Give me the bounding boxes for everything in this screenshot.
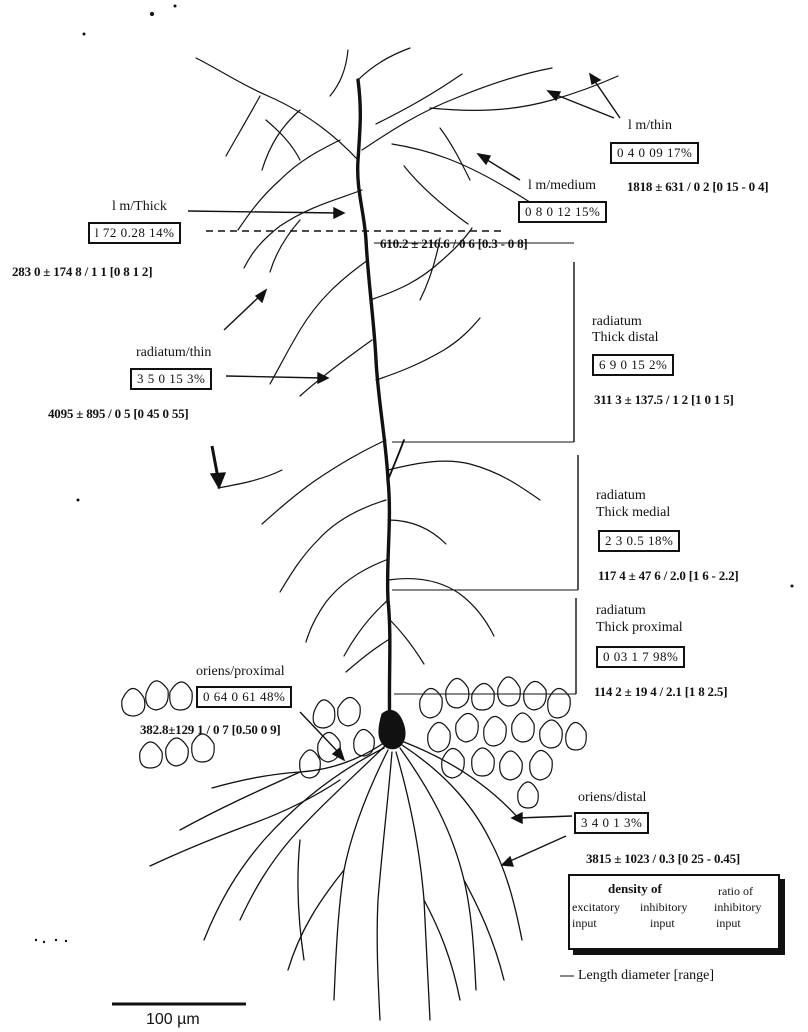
pyramidal-cell-layer: [121, 676, 587, 809]
box-lm-thick: l 72 0.28 14%: [88, 222, 182, 244]
label-lm-thin: l m/thin: [628, 118, 672, 133]
stat-radiatum-proximal: 114 2 ± 19 4 / 2.1 [1 8 2.5]: [594, 684, 728, 699]
legend-col1-line2: excitatory: [572, 900, 620, 914]
box-lm-medium: 0 8 0 12 15%: [518, 201, 608, 223]
label-oriens-proximal: oriens/proximal: [196, 664, 285, 679]
box-radiatum-thin: 3 5 0 15 3%: [130, 368, 213, 390]
legend-col2-line1: inhibitory: [640, 900, 688, 914]
stat-radiatum-medial: 117 4 ± 47 6 / 2.0 [1 6 - 2.2]: [598, 568, 739, 583]
box-lm-thin: 0 4 0 09 17%: [610, 142, 700, 164]
label-radiatum-medial-1: radiatum: [596, 488, 646, 503]
box-oriens-distal: 3 4 0 1 3%: [574, 812, 650, 834]
label-lm-thick: l m/Thick: [112, 199, 167, 214]
legend-col3-line2: inhibitory: [714, 900, 762, 914]
legend-col3-line1: ratio of: [718, 884, 753, 898]
label-radiatum-thin: radiatum/thin: [136, 345, 212, 360]
pointer-arrows: [187, 72, 621, 867]
stat-lm-thick-left: 283 0 ± 174 8 / 1 1 [0 8 1 2]: [12, 264, 153, 279]
box-radiatum-proximal: 0 03 1 7 98%: [596, 646, 686, 668]
box-radiatum-distal: 6 9 0 15 2%: [592, 354, 675, 376]
label-radiatum-distal-1: radiatum: [592, 314, 642, 329]
label-lm-medium: l m/medium: [528, 178, 597, 193]
stat-oriens-distal: 3815 ± 1023 / 0.3 [0 25 - 0.45]: [586, 851, 741, 866]
label-radiatum-medial-2: Thick medial: [596, 505, 671, 520]
legend-col2-line2: input: [650, 916, 675, 930]
basal-dendrite-branches: [149, 739, 523, 1021]
stat-lm-medium: 1818 ± 631 / 0 2 [0 15 - 0 4]: [627, 179, 769, 194]
scale-bar-label: 100 µm: [146, 1011, 200, 1028]
stat-radiatum-thin: 4095 ± 895 / 0 5 [0 45 0 55]: [48, 406, 189, 421]
radiatum-oblique-branches: [217, 227, 541, 673]
label-radiatum-proximal-2: Thick proximal: [596, 620, 683, 635]
soma: [378, 710, 406, 750]
stat-radiatum-distal: 311 3 ± 137.5 / 1 2 [1 0 1 5]: [594, 392, 734, 407]
label-radiatum-distal-2: Thick distal: [592, 330, 659, 345]
scan-specks: [34, 4, 794, 944]
legend-col3-line3: input: [716, 916, 741, 930]
legend-box: density of excitatory input inhibitory i…: [568, 874, 780, 950]
apical-dendrite-trunk: [355, 78, 405, 737]
legend-length-caption: Length diameter [range]: [578, 968, 715, 983]
label-oriens-distal: oriens/distal: [578, 790, 647, 805]
layer-divider-lines: [206, 230, 579, 977]
stat-lm-thick-right: 610.2 ± 216.6 / 0 6 [0.3 - 0 8]: [380, 236, 528, 251]
label-radiatum-proximal-1: radiatum: [596, 603, 646, 618]
legend-col1-line3: input: [572, 916, 597, 930]
stat-oriens-proximal: 382.8±129 1 / 0 7 [0.50 0 9]: [140, 722, 281, 737]
box-radiatum-medial: 2 3 0.5 18%: [598, 530, 681, 552]
legend-col1-line1: density of: [608, 881, 662, 896]
box-oriens-proximal: 0 64 0 61 48%: [196, 686, 293, 708]
